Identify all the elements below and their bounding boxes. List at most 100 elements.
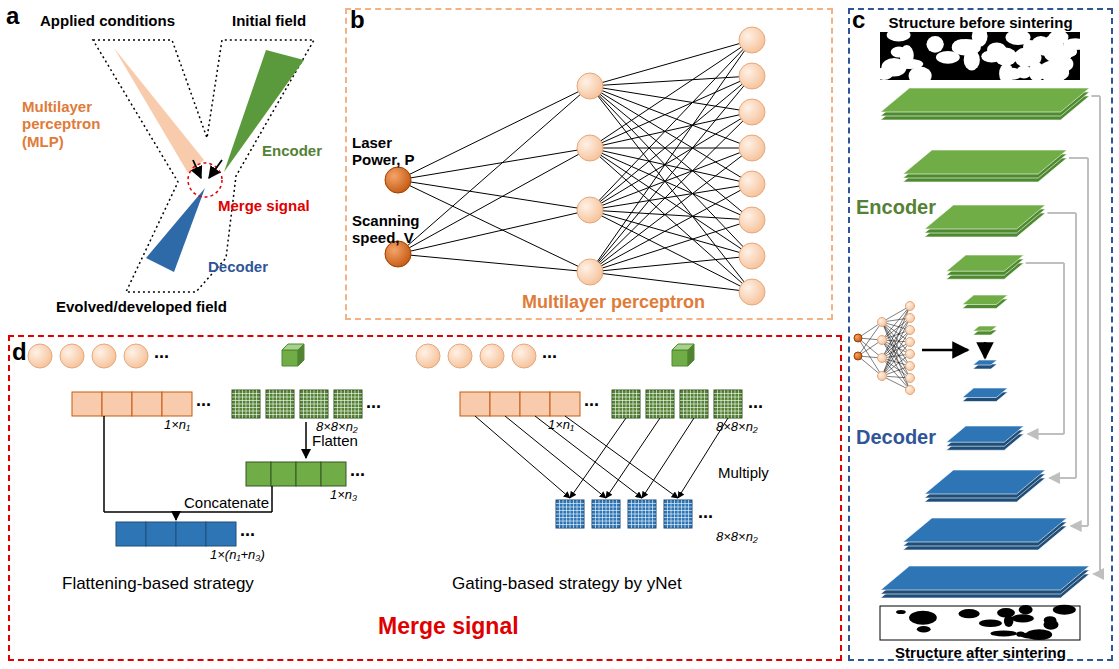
feature-map	[881, 88, 1090, 112]
neuron	[92, 344, 116, 368]
neuron	[906, 326, 915, 335]
grid-line	[646, 411, 674, 412]
grid-line	[556, 524, 584, 525]
feature-map	[946, 426, 1023, 442]
grid-line	[664, 517, 692, 518]
pore	[896, 610, 906, 614]
skip-connection	[1069, 157, 1088, 159]
grid-line	[613, 500, 614, 528]
grid-line	[321, 390, 322, 418]
pore	[958, 609, 979, 618]
weight-line	[590, 76, 752, 272]
vector-cell	[132, 392, 162, 416]
neuron	[416, 344, 440, 368]
mlp-panel: Multilayer perceptron	[345, 8, 833, 320]
neuron	[739, 63, 765, 89]
grid-line	[731, 390, 732, 418]
feature-map	[973, 326, 997, 331]
pore	[1053, 605, 1076, 615]
grid-line	[556, 521, 584, 522]
neuron	[577, 73, 603, 99]
grid-line	[334, 407, 362, 408]
neuron	[28, 344, 52, 368]
ellipsis: ...	[350, 460, 365, 481]
grid-line	[629, 390, 630, 418]
grid-line	[680, 404, 708, 405]
dimension: 8×8×n₂	[716, 530, 758, 545]
weight-line	[398, 180, 590, 272]
weight-line	[590, 86, 752, 112]
particle	[895, 59, 923, 69]
grid-line	[232, 407, 260, 408]
weight-line	[590, 40, 752, 272]
neuron	[739, 243, 765, 269]
grid-line	[577, 500, 578, 528]
grid-line	[681, 500, 682, 528]
particle	[964, 49, 980, 70]
pore	[1011, 614, 1034, 622]
feature-map	[903, 518, 1067, 542]
caption: Flattening-based strategy	[62, 574, 254, 594]
feature-map	[973, 360, 997, 365]
caption: Initial field	[232, 12, 306, 29]
merge-panel: Merge signal	[8, 335, 842, 661]
part-label: Decoder	[856, 426, 936, 449]
dimension: 1×n₁	[164, 418, 190, 433]
grid-line	[592, 524, 620, 525]
grid-line	[628, 524, 656, 525]
weight-line	[590, 184, 752, 272]
weight-line	[590, 148, 752, 210]
weight-line	[398, 86, 590, 254]
grid-line	[714, 404, 742, 405]
vector-cell	[246, 462, 271, 486]
arrow	[193, 160, 201, 178]
multiply-line	[565, 416, 678, 498]
input-neuron	[854, 352, 862, 360]
vector-cell	[550, 392, 580, 416]
weight-line	[590, 256, 752, 272]
grid-line	[232, 404, 260, 405]
grid-line	[253, 390, 254, 418]
neuron	[480, 344, 504, 368]
grid-line	[616, 500, 617, 528]
grid-line	[688, 500, 689, 528]
grid-line	[249, 390, 250, 418]
input-neuron	[385, 167, 411, 193]
vector-cell	[271, 462, 296, 486]
grid-line	[283, 390, 284, 418]
particle	[1043, 35, 1063, 56]
ellipsis: ...	[240, 520, 255, 541]
grid-line	[680, 407, 708, 408]
neuron	[739, 171, 765, 197]
part-label: Encoder	[262, 142, 322, 159]
skip-connection	[1049, 477, 1076, 479]
neuron	[906, 302, 915, 311]
input-label: Laser Power, P	[352, 134, 432, 169]
arrow	[922, 349, 968, 352]
panel-title: Merge signal	[378, 613, 519, 639]
vector-cell	[162, 392, 192, 416]
tensor-cube	[282, 350, 298, 366]
weight-line	[398, 210, 590, 254]
grid-line	[556, 517, 584, 518]
ellipsis: ...	[698, 502, 713, 523]
neuron	[906, 362, 915, 371]
mlp-wedge	[114, 48, 204, 173]
panel-letter: a	[6, 2, 19, 30]
grid-line	[290, 390, 291, 418]
skip-connection	[1093, 573, 1100, 575]
ellipsis: ...	[748, 392, 763, 413]
neuron	[878, 354, 887, 363]
grid-line	[680, 411, 708, 412]
connector-line	[103, 416, 105, 512]
grid-line	[714, 414, 742, 415]
arrow	[209, 160, 222, 178]
caption: Evolved/developed field	[56, 298, 227, 315]
grid-line	[646, 414, 674, 415]
grid-line	[714, 407, 742, 408]
ellipsis: ...	[196, 390, 211, 411]
grid-line	[266, 407, 294, 408]
grid-line	[300, 407, 328, 408]
pore	[1019, 605, 1033, 614]
multiply-line	[606, 418, 660, 498]
